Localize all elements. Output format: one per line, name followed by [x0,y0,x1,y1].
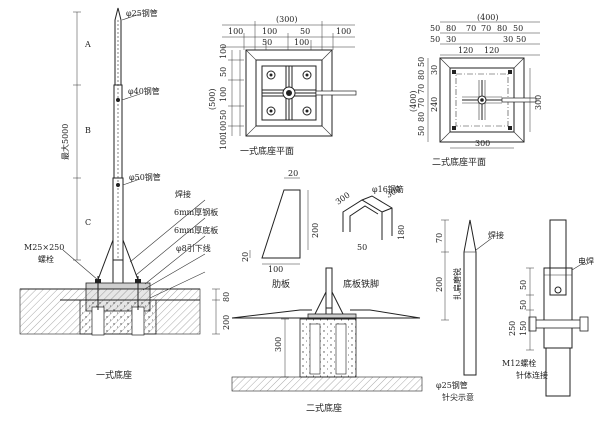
anchor-foot-detail: φ16钢筋 300 300 180 50 底板铁脚 [334,184,406,290]
dim-80: 80 [222,292,231,302]
joint-dim-50b: 50 [519,300,528,310]
joint-weld-label: 电焊 [578,256,594,266]
main-rod-elevation: A B C 最大5000 φ25钢管 φ40钢管 φ50钢管 [19,7,231,381]
b1-top-50b: 50 [262,38,272,47]
b2-left-70a: 70 [417,84,426,94]
b2-left-240: 240 [430,97,439,112]
foot-dim-50: 50 [357,243,367,252]
max-height-label: 最大5000 [60,124,70,160]
b2-top-30a: 30 [446,35,456,44]
b2-top-70b: 70 [481,24,491,33]
foot-dim-180: 180 [397,225,406,240]
tip-dim-70: 70 [435,233,444,243]
base2-dim-300: 300 [274,337,283,352]
joint-dim-50a: 50 [519,280,528,290]
b2-top-120a: 120 [458,46,473,55]
dim-200: 200 [222,315,231,330]
rebar-label: φ16钢筋 [372,184,404,194]
pipe-25-label: φ25钢管 [126,8,158,18]
joint-bolt-label: M12螺栓 [502,358,536,368]
base2-title: 二式底座 [306,402,342,414]
b1-top-100a: 100 [228,27,243,36]
joint-dim-150: 150 [519,321,528,336]
b2-top-50b: 50 [513,24,523,33]
b2-left-80: 80 [417,70,426,80]
b2-top-50a: 50 [430,24,440,33]
bolt-label: 螺栓 [38,254,54,264]
b2-top-70a: 70 [466,24,476,33]
pipe-40-label: φ40钢管 [128,86,160,96]
b2-left-50: 50 [417,57,426,67]
tip-flatten-label: 扎扁磨锐 [452,268,462,300]
tip-weld-label: 焊接 [488,230,504,240]
tip-title: 针尖示意 [442,392,474,402]
b1-top-50a: 50 [300,27,310,36]
joint-detail: 电焊 50 50 150 250 M12螺栓 针体连接 [502,219,594,397]
b2-top-50d: 50 [516,35,526,44]
b1-left-100a: 100 [219,44,228,59]
down-lead-label: φ8引下线 [176,243,211,253]
b2-left-30: 30 [430,65,439,75]
b1-left-100c: 100 [219,121,228,136]
b2-bottom-300: 300 [475,139,490,148]
base2-plan-title: 二式底座平面 [432,156,486,168]
b2-left-400: (400) [409,90,418,112]
b2-left-70b: 70 [417,98,426,108]
b1-left-50b: 50 [219,110,228,120]
bolt-m25-label: M25×250 [24,243,64,252]
rib-dim-200: 200 [311,223,320,238]
b2-right-300: 300 [534,95,543,110]
b1-top-100d: 100 [336,27,351,36]
plate-6mm-label: 6mm厚钢板 [174,207,218,217]
base1-plan-title: 一式底座平面 [240,145,294,157]
b2-left-80b: 80 [417,112,426,122]
b1-top-100b: 100 [262,27,277,36]
b1-left-100b: 100 [219,87,228,102]
b2-top-80a: 80 [446,24,456,33]
weld-label: 焊接 [175,189,191,199]
joint-dim-250: 250 [508,321,517,336]
section-a-label: A [84,40,91,49]
b2-top-30b: 30 [503,35,513,44]
b1-left-500: (500) [208,88,217,110]
rib-dim-100: 100 [268,265,283,274]
base1-title: 一式底座 [96,369,132,381]
base-plate-6mm-label: 6mm厚底板 [174,225,218,235]
foot-title: 底板铁脚 [343,278,379,290]
tip-dim-200: 200 [435,277,444,292]
b2-top-400: (400) [477,13,499,22]
b1-left-50a: 50 [219,67,228,77]
base1-plan: (300) 100 100 50 50 100 100 [208,15,357,157]
b1-left-100d: 100 [219,135,228,150]
pipe-50-label: φ50钢管 [129,172,161,182]
rib-plate-detail: 20 200 20 100 肋板 [241,169,320,290]
b1-top-300: (300) [276,15,298,24]
foot-dim-300a: 300 [334,191,352,207]
base2-elevation: 300 二式底座 [231,267,423,414]
rib-title: 肋板 [272,278,290,290]
b2-top-50c: 50 [430,35,440,44]
rib-dim-20: 20 [288,169,298,178]
b2-top-120b: 120 [484,46,499,55]
b2-top-80b: 80 [497,24,507,33]
tip-detail: 焊接 70 200 扎扁磨锐 φ25钢管 针尖示意 [435,219,504,402]
b2-left-50b: 50 [417,126,426,136]
joint-title: 针体连接 [516,370,548,380]
section-b-label: B [85,126,91,135]
tip-pipe-label: φ25钢管 [436,380,468,390]
base2-plan: (400) 50 80 70 70 80 50 50 30 120 120 30… [409,13,543,168]
rib-dim-20b: 20 [241,252,250,262]
section-c-label: C [85,218,91,227]
b1-top-100c: 100 [294,38,309,47]
